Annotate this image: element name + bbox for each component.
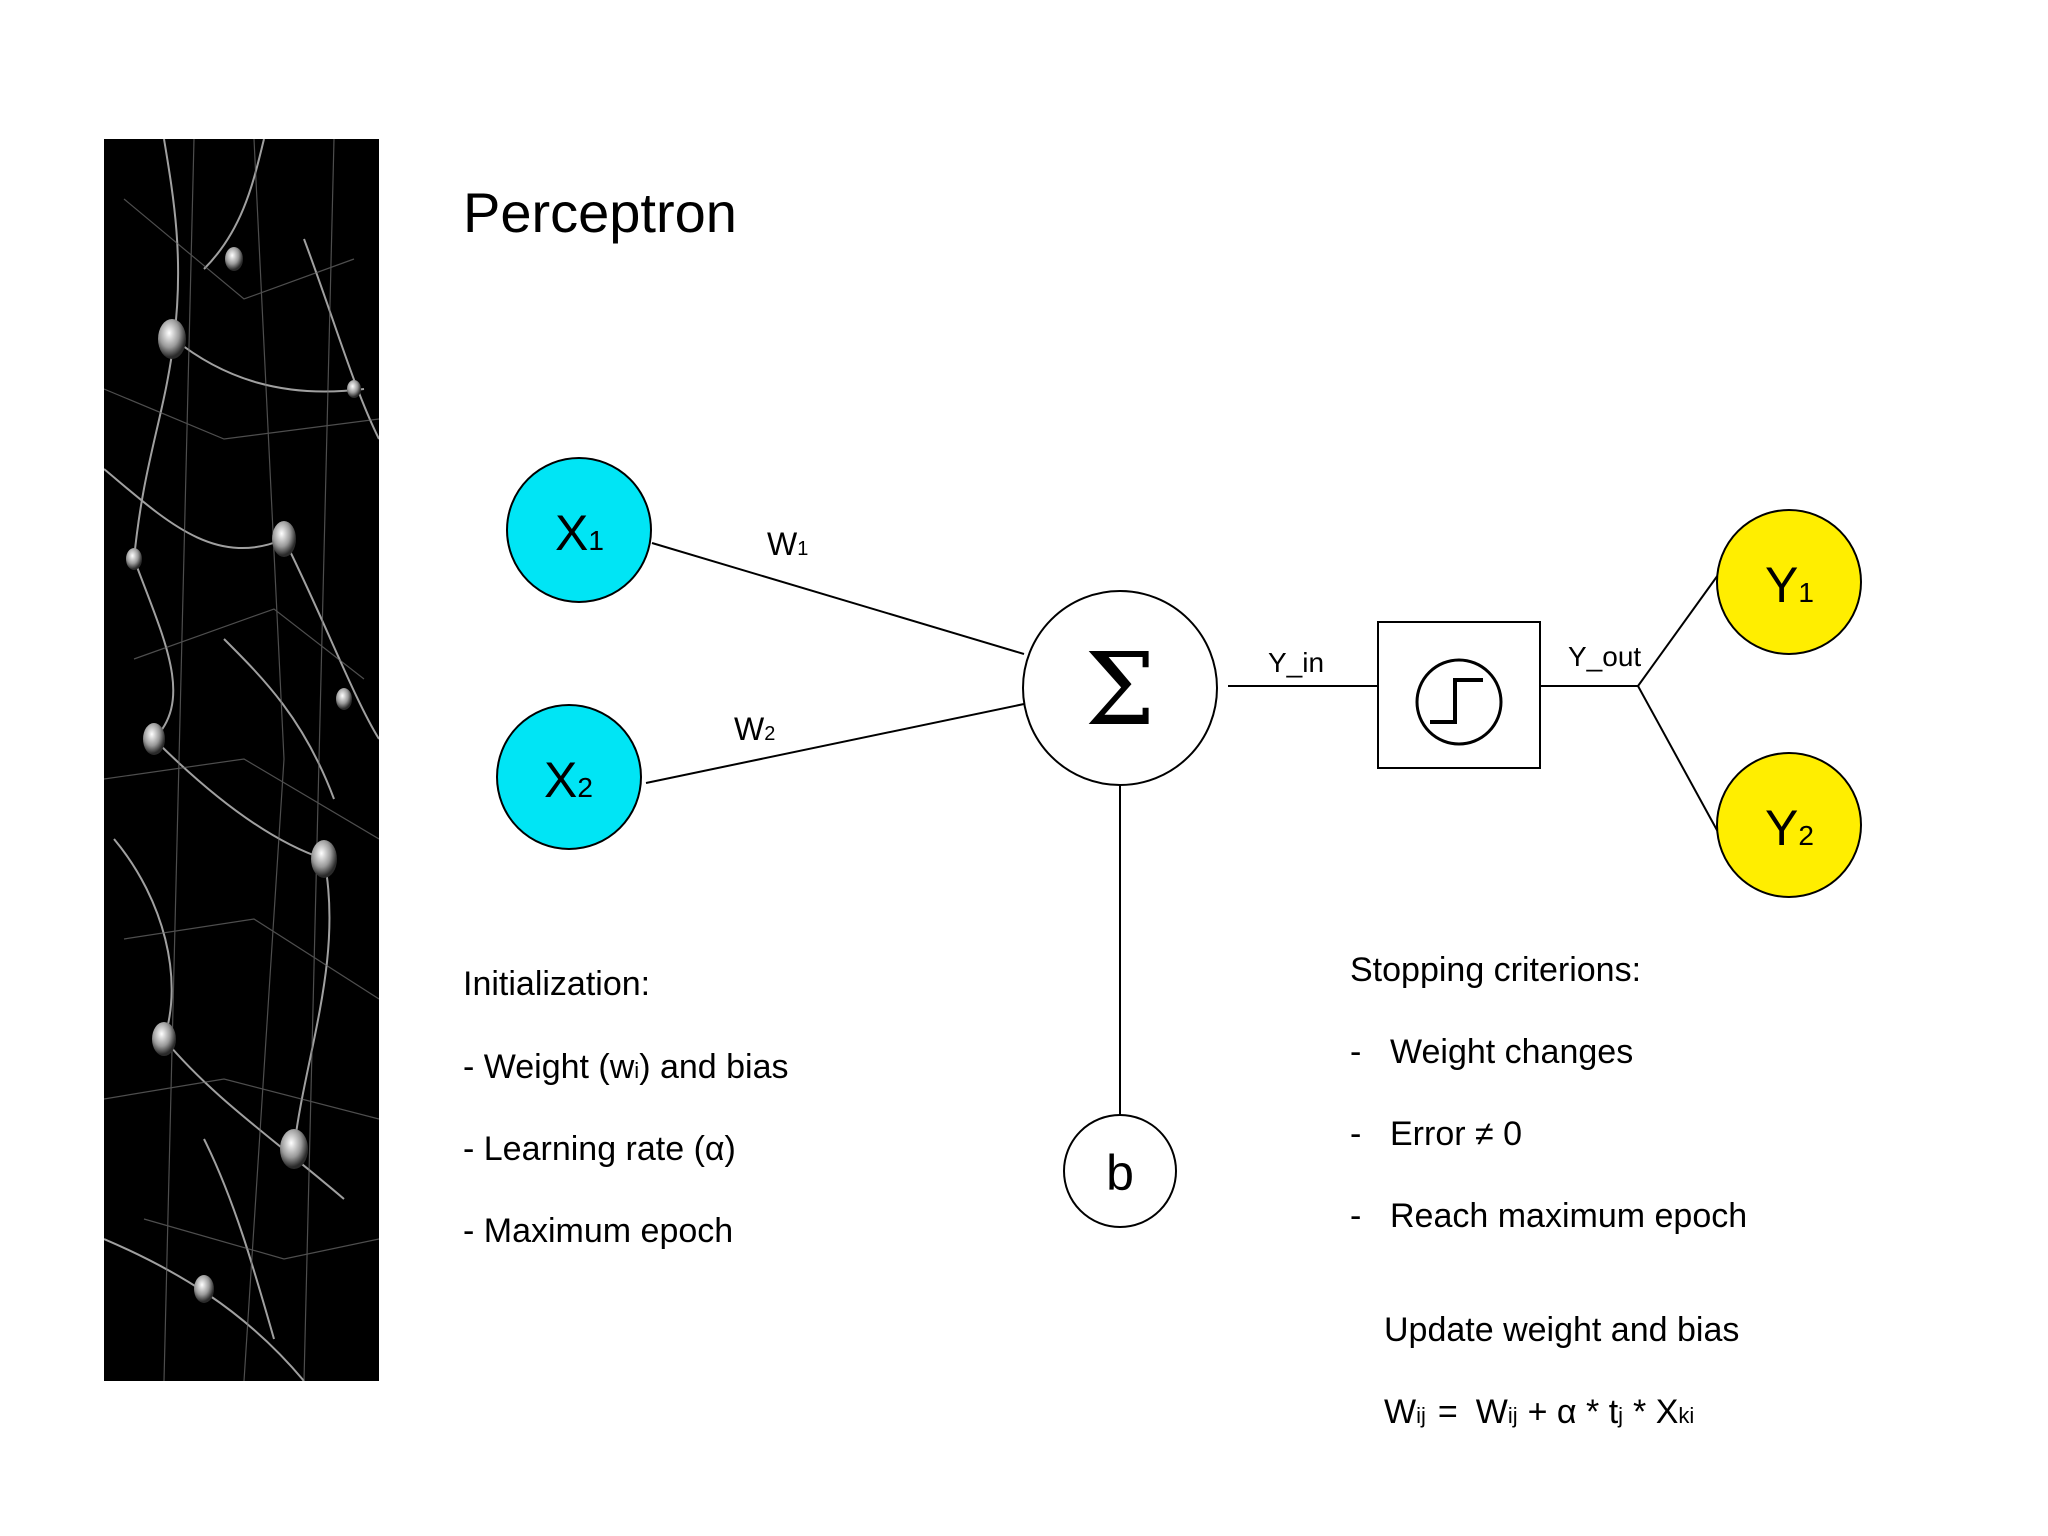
stopping-item: -Error ≠ 0 <box>1350 1115 1523 1153</box>
update-section: Update weight and bias Wij=Wij+ α * tj* … <box>1384 1313 1739 1429</box>
y1-subscript: 1 <box>1798 577 1814 608</box>
summation-node: Σ <box>1022 590 1218 786</box>
y2-label: Y <box>1765 800 1798 856</box>
stopping-heading: Stopping criterions: <box>1350 951 1642 989</box>
initialization-heading: Initialization: <box>463 965 651 1003</box>
y2-subscript: 2 <box>1798 820 1814 851</box>
x1-label: X <box>555 505 588 561</box>
svg-text:X1: X1 <box>555 505 604 561</box>
svg-text:Y1: Y1 <box>1765 557 1814 613</box>
bias-node: b <box>1063 1114 1177 1228</box>
y1-label: Y <box>1765 557 1798 613</box>
connection-x2-sum <box>645 703 1025 784</box>
svg-text:X2: X2 <box>544 752 593 808</box>
weight-w2-label: W2 <box>734 711 775 747</box>
svg-text:Y2: Y2 <box>1765 800 1814 856</box>
x2-label: X <box>544 752 577 808</box>
x2-subscript: 2 <box>577 772 593 803</box>
output-node-y1: Y1 <box>1716 509 1862 655</box>
step-activation-box <box>1377 621 1541 769</box>
sigma-symbol: Σ <box>1085 631 1156 748</box>
output-node-y2: Y2 <box>1716 752 1862 898</box>
neuron-illustration <box>104 139 379 1381</box>
stopping-item: -Weight changes <box>1350 1033 1634 1071</box>
initialization-item-max-epoch: - Maximum epoch <box>463 1212 734 1250</box>
stopping-item: -Reach maximum epoch <box>1350 1197 1748 1235</box>
initialization-item-weight: - Weight (wi) and bias <box>463 1048 789 1086</box>
stopping-section: Stopping criterions: -Weight changes -Er… <box>1350 953 1747 1233</box>
update-formula: Wij=Wij+ α * tj* Xki <box>1384 1393 1695 1431</box>
connection-split-y1 <box>1637 574 1719 687</box>
x1-subscript: 1 <box>588 525 604 556</box>
step-function-icon <box>1430 678 1483 724</box>
connection-split-y2 <box>1637 685 1719 833</box>
initialization-item-learning-rate: - Learning rate (α) <box>463 1130 736 1168</box>
connection-x1-sum <box>651 542 1025 655</box>
y-out-label: Y_out <box>1568 641 1641 672</box>
update-heading: Update weight and bias <box>1384 1311 1740 1349</box>
input-node-x2: X2 <box>496 704 642 850</box>
neural-network-image <box>104 139 379 1381</box>
weight-w1-label: W1 <box>767 526 808 562</box>
input-node-x1: X1 <box>506 457 652 603</box>
slide-title: Perceptron <box>463 181 737 244</box>
bias-label: b <box>1106 1145 1134 1201</box>
initialization-section: Initialization: - Weight (wi) and bias -… <box>463 967 789 1248</box>
y-in-label: Y_in <box>1268 647 1324 678</box>
